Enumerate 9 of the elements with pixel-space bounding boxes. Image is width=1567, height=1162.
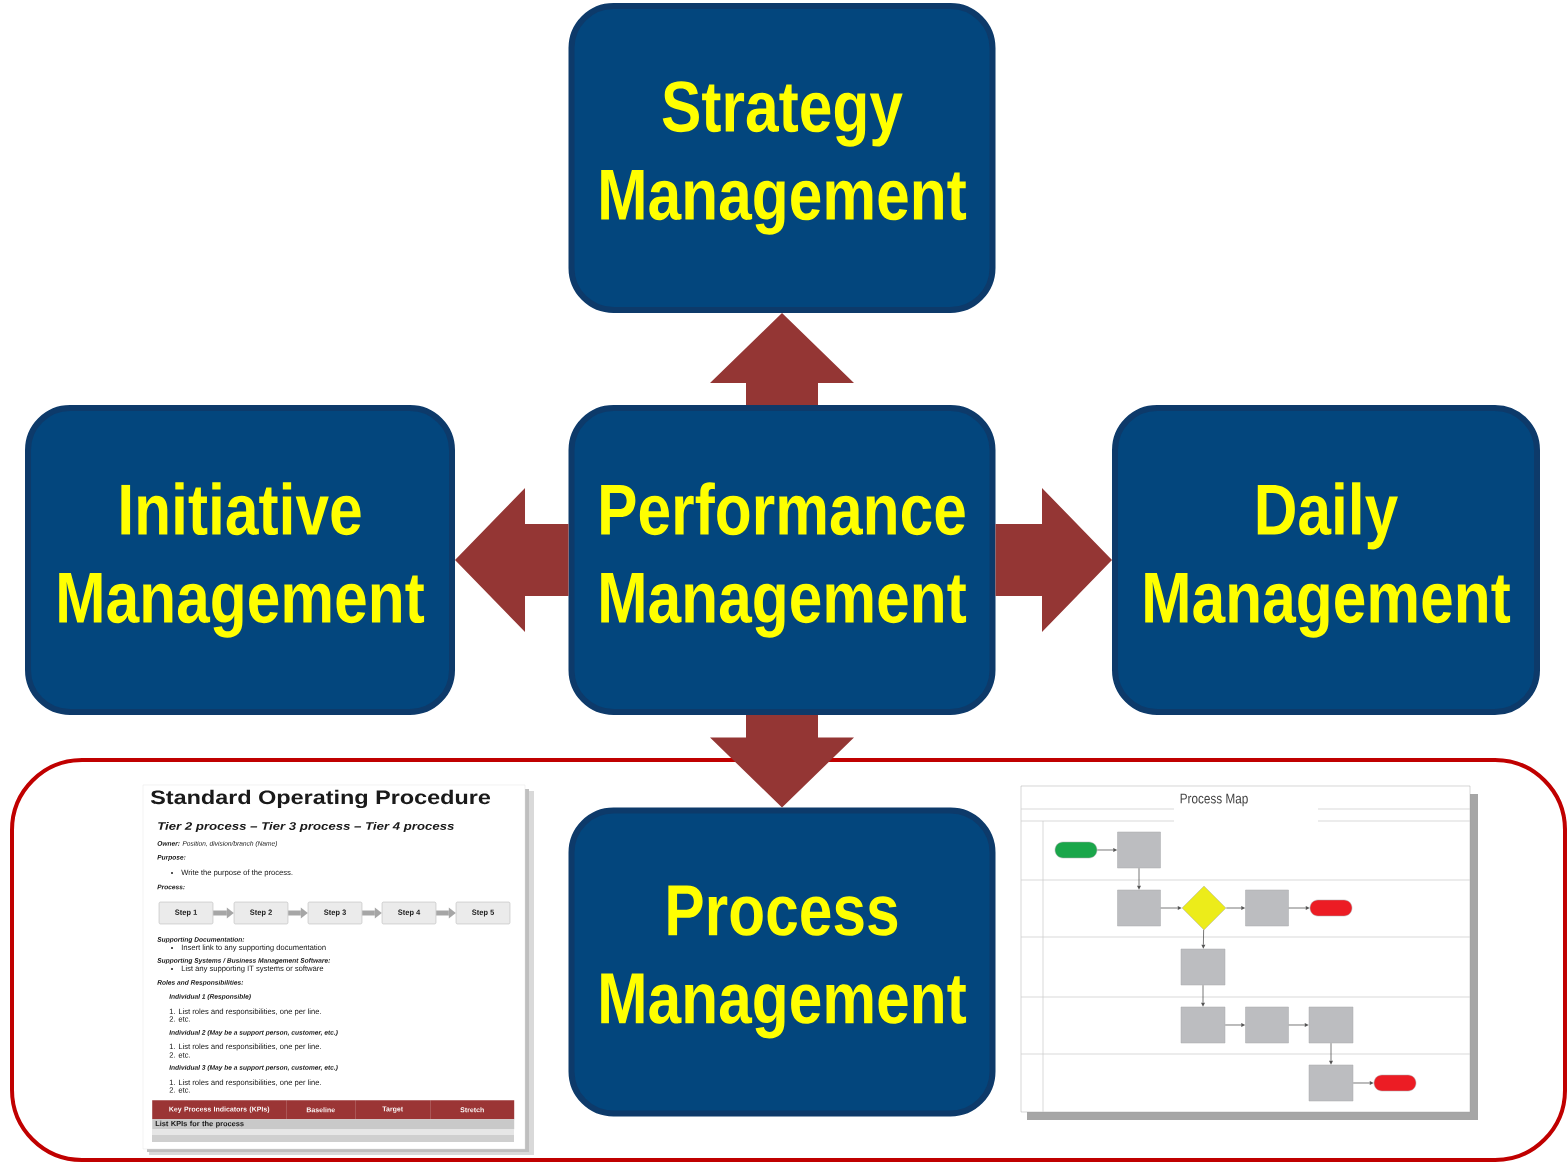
management-box: Process Management bbox=[568, 807, 996, 1117]
management-box: Strategy Management bbox=[568, 3, 996, 313]
management-box: Daily Management bbox=[1112, 405, 1540, 715]
block-arrow bbox=[455, 488, 569, 632]
block-arrow bbox=[710, 313, 854, 405]
management-box: Performance Management bbox=[568, 405, 996, 715]
management-box: Initiative Management bbox=[25, 405, 455, 715]
block-arrow bbox=[995, 488, 1112, 632]
block-arrow bbox=[710, 715, 854, 808]
